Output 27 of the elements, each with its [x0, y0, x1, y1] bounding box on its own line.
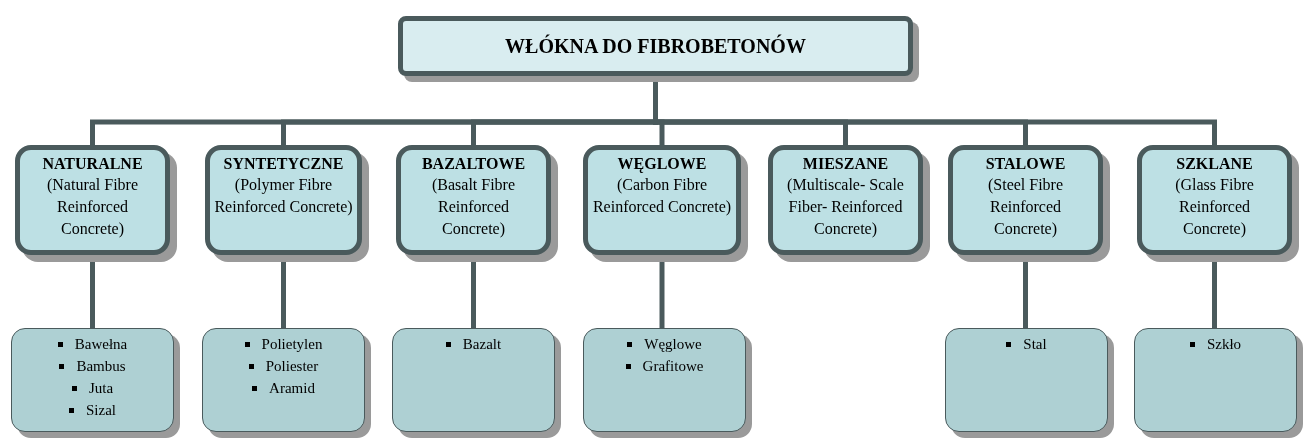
category-heading: STALOWE	[985, 154, 1066, 174]
list-item: Szkło	[1206, 335, 1242, 354]
list-item: Stal	[1023, 335, 1047, 354]
category-description: (Multiscale- Scale Fiber- Reinforced Concrete)	[786, 175, 905, 240]
category-heading: SZKLANE	[1176, 154, 1253, 174]
list-item: Juta	[88, 379, 114, 398]
category-description: (Glass Fibre Reinforced Concrete)	[1174, 175, 1255, 240]
list-item: Bazalt	[462, 335, 502, 354]
category-description: (Steel Fibre Reinforced Concrete)	[986, 175, 1065, 240]
category-description: (Carbon Fibre Reinforced Concrete)	[591, 175, 733, 218]
list-item: Poliester	[265, 357, 319, 376]
list-item: Sizal	[86, 401, 116, 420]
category-heading: BAZALTOWE	[421, 154, 526, 174]
list-item: Grafitowe	[642, 357, 704, 376]
category-description: (Basalt Fibre Reinforced Concrete)	[430, 175, 517, 240]
title-text: WŁÓKNA DO FIBROBETONÓW	[505, 33, 806, 59]
category-heading: MIESZANE	[802, 154, 889, 174]
category-heading: NATURALNE	[42, 154, 143, 174]
list-item: Aramid	[269, 379, 315, 398]
category-heading: SYNTETYCZNE	[223, 154, 344, 174]
category-description: (Natural Fibre Reinforced Concrete)	[45, 175, 140, 240]
list-item: Polietylen	[261, 335, 323, 354]
category-description: (Polymer Fibre Reinforced Concrete)	[213, 175, 354, 217]
list-item: Bambus	[76, 357, 126, 376]
list-item: Bawełna	[74, 335, 128, 354]
list-item: Węglowe	[644, 335, 702, 354]
category-heading: WĘGLOWE	[617, 154, 707, 174]
